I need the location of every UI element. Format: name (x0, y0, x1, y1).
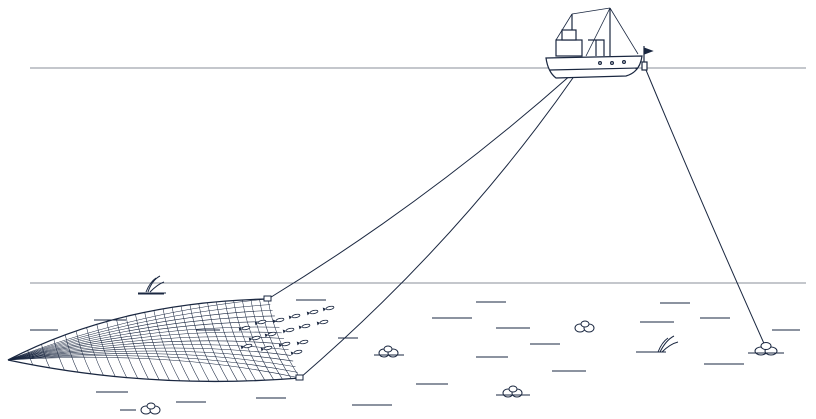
boat-flag (644, 46, 652, 62)
stone-cluster (141, 403, 160, 414)
fish-icon (239, 325, 251, 331)
net-footrope (8, 360, 300, 381)
fish-icon (317, 319, 329, 325)
otter-board-lower (296, 375, 303, 380)
seabed-stones (141, 321, 784, 414)
stone-cluster (575, 321, 594, 332)
boat-stern-buoy (642, 62, 647, 70)
anchor-stone-cluster (748, 343, 784, 356)
net-mesh-line (181, 306, 209, 381)
fish-icon (273, 317, 285, 323)
seaweed-right (658, 336, 678, 352)
stone-cluster (496, 386, 530, 397)
boat-wheelhouse (556, 40, 582, 56)
fish-school (239, 305, 335, 355)
anchor-line (646, 70, 766, 348)
warp-line-left (268, 74, 572, 299)
otter-board-upper (264, 296, 271, 301)
fish-icon (289, 313, 301, 319)
fish-icon (249, 335, 261, 341)
seabed-details (30, 294, 800, 410)
net-mesh-line (190, 305, 219, 382)
stone-cluster (374, 346, 404, 357)
fish-icon (297, 339, 309, 345)
fish-icon (307, 309, 319, 315)
fish-icon (323, 305, 335, 311)
fish-icon (291, 349, 303, 355)
fishing-boat (546, 8, 652, 78)
warp-line-right (300, 75, 575, 378)
trawl-warps (268, 70, 766, 378)
boat-bridge (562, 30, 576, 40)
fish-icon (255, 319, 267, 325)
boat-hull (546, 56, 642, 78)
fish-icon (283, 327, 295, 333)
fish-icon (299, 323, 311, 329)
seaweed-left (138, 276, 166, 293)
